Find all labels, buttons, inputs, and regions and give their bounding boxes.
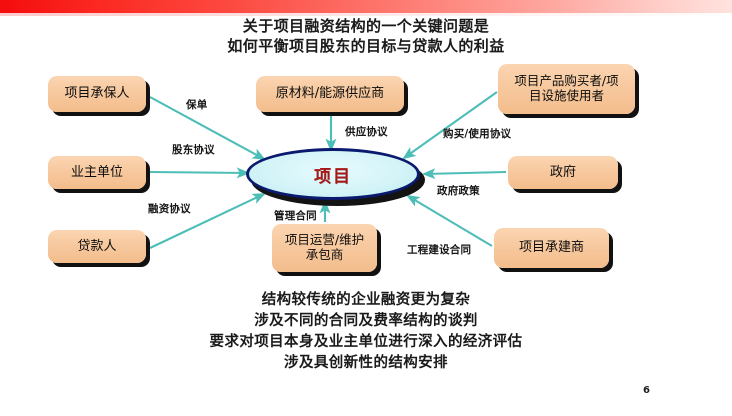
connector-government-to-project	[421, 168, 507, 180]
summary-text-block: 结构较传统的企业融资更为复杂 涉及不同的合同及费率结构的谈判 要求对项目本身及业…	[0, 290, 732, 374]
summary-line-2: 涉及不同的合同及费率结构的谈判	[254, 313, 478, 330]
node-insurer[interactable]: 项目承保人	[48, 76, 146, 112]
node-buyer[interactable]: 项目产品购买者/项 目设施使用者	[498, 64, 635, 114]
summary-line-4: 涉及具创新性的结构安排	[284, 355, 448, 372]
node-operator-label-line-2: 承包商	[305, 247, 344, 262]
slide-title-line-1: 关于项目融资结构的一个关键问题是	[242, 17, 490, 35]
edge-label-financing-agreement: 融资协议	[148, 203, 191, 215]
edge-label-government-policy: 政府政策	[437, 185, 480, 197]
node-lender-label: 贷款人	[77, 238, 117, 254]
node-lender[interactable]: 贷款人	[48, 230, 146, 263]
connector-lender-to-project	[149, 193, 266, 249]
node-operator[interactable]: 项目运营/维护 承包商	[272, 224, 377, 272]
edge-label-management-contract: 管理合同	[274, 210, 317, 222]
node-government-label: 政府	[549, 164, 576, 180]
node-owner[interactable]: 业主单位	[48, 156, 146, 189]
page-number: 6	[643, 385, 650, 396]
edge-label-supply-agreement: 供应协议	[345, 126, 388, 138]
edge-label-construction-contract: 工程建设合同	[407, 244, 472, 256]
center-node-label: 项目	[314, 166, 352, 187]
edge-label-policy: 保单	[186, 99, 208, 111]
node-buyer-label-line-1: 项目产品购买者/项	[514, 73, 619, 89]
node-supplier-label: 原材料/能源供应商	[275, 86, 385, 102]
summary-line-1: 结构较传统的企业融资更为复杂	[261, 292, 471, 308]
node-builder[interactable]: 项目承建商	[494, 228, 609, 268]
node-supplier[interactable]: 原材料/能源供应商	[256, 76, 404, 112]
node-insurer-label: 项目承保人	[64, 86, 130, 102]
center-node-ellipse: 项目	[246, 148, 420, 200]
node-buyer-label-line-2: 目设施使用者	[528, 88, 604, 103]
node-buyer-label: 项目产品购买者/项 目设施使用者	[514, 73, 619, 104]
top-banner-decoration	[0, 0, 732, 13]
node-owner-label: 业主单位	[70, 164, 123, 180]
slide-title-line-2: 如何平衡项目股东的目标与贷款人的利益	[227, 36, 505, 55]
node-builder-label: 项目承建商	[518, 240, 584, 256]
connector-insurer-to-project	[149, 96, 266, 161]
top-banner-fade-decoration	[0, 13, 732, 16]
node-operator-label: 项目运营/维护 承包商	[284, 232, 365, 263]
connector-owner-to-project	[149, 167, 251, 179]
summary-line-3: 要求对项目本身及业主单位进行深入的经济评估	[209, 334, 523, 351]
node-government[interactable]: 政府	[508, 156, 618, 189]
slide-title: 关于项目融资结构的一个关键问题是 如何平衡项目股东的目标与贷款人的利益	[0, 17, 732, 57]
node-operator-label-line-1: 项目运营/维护	[284, 232, 365, 248]
center-node-project[interactable]: 项目	[246, 148, 425, 206]
edge-label-purchase-use-agreement: 购买/使用协议	[443, 128, 512, 140]
connector-buyer-to-project	[402, 91, 498, 160]
edge-label-shareholder-agreement: 股东协议	[172, 144, 215, 156]
connector-builder-to-project	[406, 194, 493, 247]
